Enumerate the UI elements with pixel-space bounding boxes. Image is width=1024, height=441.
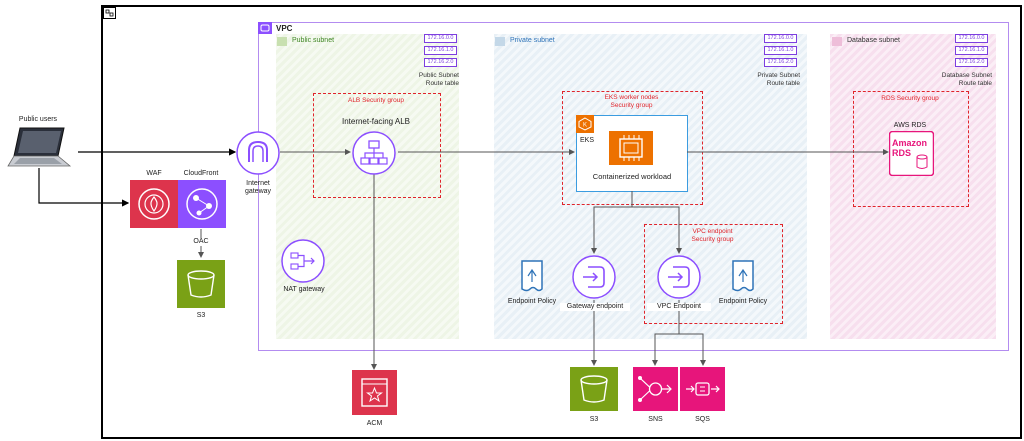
rds-label: AWS RDS [893, 122, 927, 129]
cloudfront-icon [178, 180, 226, 228]
endpoint-policy-right-label: Endpoint Policy [718, 298, 768, 305]
database-subnet-icon [832, 37, 842, 46]
route-entry: 172.16.1.0 [955, 46, 988, 55]
rds-security-group [853, 91, 969, 207]
public-subnet-label: Public subnet [292, 37, 335, 44]
s3-left-label: S3 [196, 312, 206, 319]
acm-icon [352, 370, 397, 415]
route-entry: 172.16.1.0 [424, 46, 457, 55]
containerized-workload-label: Containerized workload [592, 172, 672, 181]
route-entry: 172.16.1.0 [764, 46, 797, 55]
users-to-waf-line [38, 168, 130, 207]
waf-label: WAF [146, 170, 162, 177]
route-entry: 172.16.2.0 [764, 58, 797, 67]
rds-security-group-label: RDS Security group [881, 95, 939, 102]
public-subnet-icon [277, 37, 287, 46]
alb-security-group [313, 93, 441, 198]
vpc-container [258, 22, 1009, 351]
acm-label: ACM [366, 420, 383, 427]
s3-left-icon [177, 260, 225, 308]
eks-to-gateway-endpoint-line [591, 191, 633, 254]
nat-gateway-label: NAT gateway [283, 286, 325, 293]
sqs-icon [680, 367, 725, 411]
eks-to-vpc-endpoint-line [632, 206, 682, 254]
s3-bottom-label: S3 [589, 416, 599, 423]
vpc-label: VPC [276, 24, 293, 33]
endpoint-policy-right-icon [727, 258, 759, 294]
oac-label: OAC [186, 238, 216, 246]
vpc-endpoint-security-group [644, 224, 783, 324]
nat-gateway-icon [280, 238, 326, 284]
route-entry: 172.16.2.0 [424, 58, 457, 67]
eks-label: EKS [579, 137, 594, 144]
waf-icon [130, 180, 178, 228]
route-entry: 172.16.2.0 [955, 58, 988, 67]
gateway-endpoint-label: Gateway endpoint [560, 303, 630, 311]
private-subnet-label: Private subnet [510, 37, 555, 44]
vpc-endpoint-icon [656, 254, 702, 300]
sns-icon [633, 367, 678, 411]
laptop-icon [6, 126, 72, 170]
sqs-label: SQS [695, 416, 710, 423]
containerized-workload-icon [609, 131, 653, 165]
vpc-endpoint-label: VPC Endpoint [647, 303, 711, 311]
route-entry: 172.16.0.0 [955, 34, 988, 43]
alb-icon [351, 130, 397, 176]
svg-text:K: K [583, 123, 587, 129]
cloudfront-label: CloudFront [183, 170, 219, 177]
private-subnet-icon [495, 37, 505, 46]
public-users-label: Public users [18, 116, 58, 123]
eks-icon: K [576, 115, 594, 133]
endpoint-policy-left-label: Endpoint Policy [507, 298, 557, 305]
vpc-icon [258, 22, 272, 34]
alb-label: Internet-facing ALB [341, 117, 411, 126]
route-entry: 172.16.0.0 [764, 34, 797, 43]
s3-bottom-icon [570, 367, 618, 411]
aws-cloud-icon [103, 7, 116, 19]
alb-security-group-label: ALB Security group [347, 97, 404, 104]
aws-cloud-frame [101, 5, 1022, 439]
internet-gateway-icon [235, 130, 281, 176]
sns-label: SNS [648, 416, 663, 423]
database-subnet-label: Database subnet [847, 37, 900, 44]
public-subnet [276, 34, 459, 339]
route-entry: 172.16.0.0 [424, 34, 457, 43]
vpc-endpoint-to-sqs-line [679, 333, 706, 366]
gateway-endpoint-icon [571, 254, 617, 300]
vpc-endpoint-to-sns-line [652, 300, 680, 366]
endpoint-policy-left-icon [516, 258, 548, 294]
